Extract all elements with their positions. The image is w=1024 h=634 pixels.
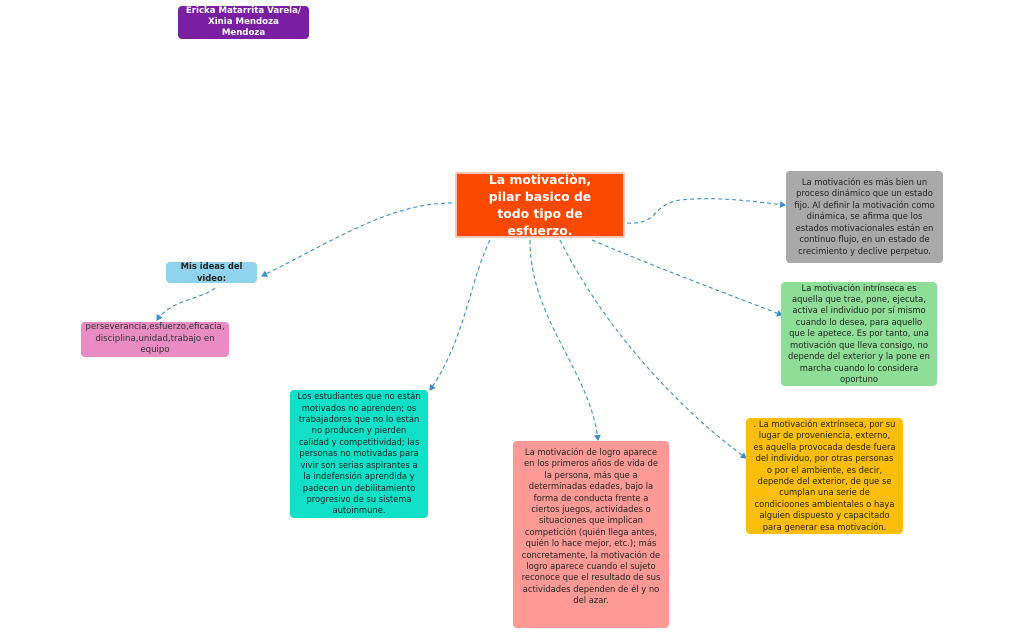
author-text: Ericka Matarrita Varela/ Xinia Mendoza M… [185,6,302,38]
achievement-motivation-node[interactable]: La motivación de logro aparece en los pr… [513,441,669,628]
students-text: Los estudiantes que no están motivados n… [297,391,421,516]
intrinsic-motivation-text: La motivación intrínseca es aquella que … [788,282,930,384]
values-node[interactable]: perseverancia,esfuerzo,eficacia, discipl… [81,322,229,357]
link-central-to-ideas [261,202,453,277]
link-central-to-intrinsic [591,239,783,317]
intrinsic-motivation-node[interactable]: La motivación intrínseca es aquella que … [781,282,937,386]
values-text: perseverancia,esfuerzo,eficacia, discipl… [85,322,225,356]
central-topic-text: La motivaciòn, pilar basico de todo tipo… [488,172,592,238]
author-node[interactable]: Ericka Matarrita Varela/ Xinia Mendoza M… [178,6,309,39]
central-topic-node[interactable]: La motivaciòn, pilar basico de todo tipo… [455,172,625,238]
link-central-to-students [429,239,491,391]
extrinsic-motivation-text: . La motivación extrínseca, por su lugar… [753,418,896,532]
ideas-text: Mis ideas del video: [180,261,243,283]
link-ideas-to-values [156,287,216,321]
students-node[interactable]: Los estudiantes que no están motivados n… [290,390,428,518]
achievement-motivation-text: La motivación de logro aparece en los pr… [521,447,661,606]
definition-text: La motivación es más bien un proceso din… [794,177,935,256]
link-central-to-extrinsic [559,239,747,459]
ideas-node[interactable]: Mis ideas del video: [166,261,257,283]
link-central-to-definition [626,198,786,224]
definition-node[interactable]: La motivación es más bien un proceso din… [786,171,943,263]
link-central-to-achievement [529,239,601,441]
extrinsic-motivation-node[interactable]: . La motivación extrínseca, por su lugar… [746,418,903,534]
